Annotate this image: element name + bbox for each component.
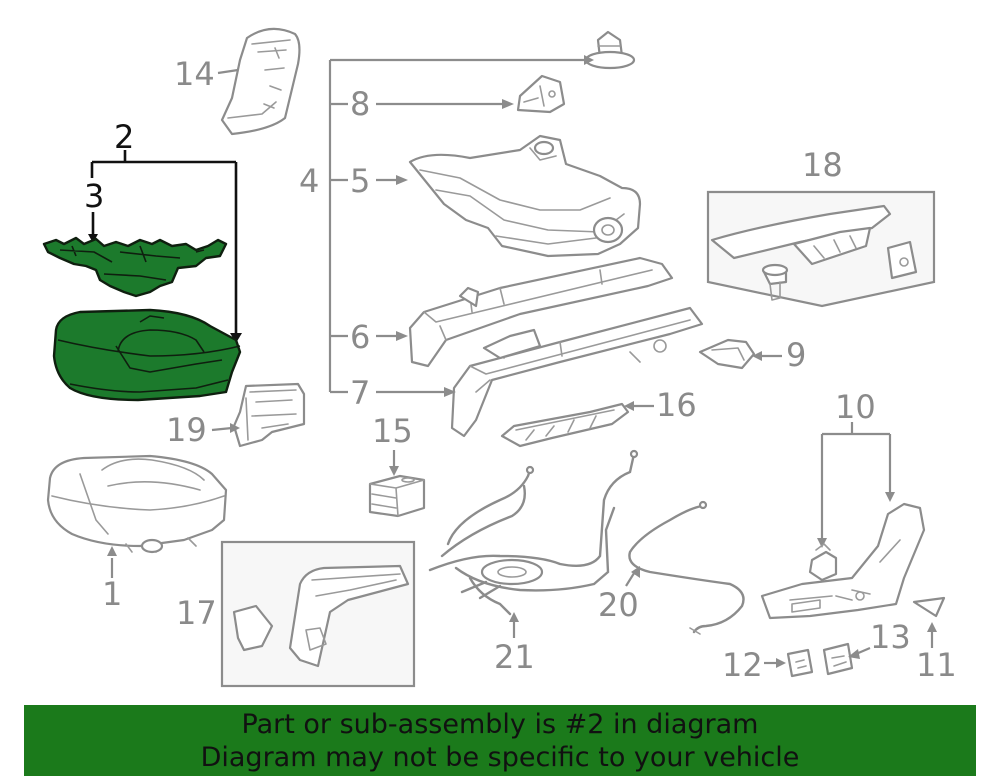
callout-16[interactable]: 16: [656, 386, 697, 424]
part-16-cover[interactable]: [500, 402, 630, 448]
leader-13-arrow: [848, 649, 860, 659]
leader-19-arrow: [230, 423, 240, 433]
callout-10[interactable]: 10: [835, 388, 876, 426]
callout-11[interactable]: 11: [916, 646, 957, 684]
part-12-switch[interactable]: [786, 648, 814, 678]
leader-12-arrow: [776, 658, 786, 668]
leader-20-arrow: [631, 566, 640, 578]
leader-8-arrow: [502, 99, 514, 109]
leader-6-arrow: [396, 331, 408, 341]
part-11-cap[interactable]: [912, 596, 946, 618]
callout-12[interactable]: 12: [722, 646, 763, 684]
callout-2[interactable]: 2: [114, 118, 134, 156]
part-10-side-shield[interactable]: [760, 502, 926, 620]
leader-4-bracket: [328, 58, 590, 394]
leader-1-arrow: [107, 546, 117, 556]
banner-line-1: Part or sub-assembly is #2 in diagram: [241, 709, 759, 740]
leader-15-arrow: [389, 466, 399, 476]
leader-19: [211, 426, 233, 432]
part-17-side-cover[interactable]: [232, 564, 410, 668]
part-7-seat-track[interactable]: [450, 306, 704, 438]
part-15-module[interactable]: [368, 474, 426, 518]
callout-6[interactable]: 6: [350, 318, 370, 356]
disclaimer-banner: Part or sub-assembly is #2 in diagram Di…: [24, 705, 976, 776]
callout-20[interactable]: 20: [598, 586, 639, 624]
leader-3-arrow: [88, 234, 98, 243]
leader-2-arrow: [230, 333, 242, 343]
callout-17[interactable]: 17: [176, 594, 217, 632]
leader-2: [90, 150, 238, 335]
leader-14: [217, 68, 239, 75]
part-14-back-panel[interactable]: [220, 27, 301, 136]
part-21-wire-harness[interactable]: [428, 449, 639, 616]
callout-14[interactable]: 14: [174, 55, 215, 93]
callout-18[interactable]: 18: [802, 146, 843, 184]
part-6-seat-track[interactable]: [408, 256, 674, 368]
leader-10: [820, 422, 892, 538]
callout-1[interactable]: 1: [102, 575, 122, 613]
callout-15[interactable]: 15: [372, 412, 413, 450]
part-nut[interactable]: [584, 30, 636, 70]
part-9-cover[interactable]: [698, 338, 756, 370]
leader-7-arrow: [444, 387, 456, 397]
callout-4[interactable]: 4: [299, 162, 319, 200]
callout-21[interactable]: 21: [494, 638, 535, 676]
leader-11-arrow: [927, 622, 937, 632]
callout-3[interactable]: 3: [84, 177, 104, 215]
part-8-bracket[interactable]: [516, 74, 566, 114]
leader-16-arrow: [624, 401, 634, 411]
part-18-parts[interactable]: [710, 204, 918, 301]
callout-19[interactable]: 19: [166, 411, 207, 449]
callout-7[interactable]: 7: [350, 374, 370, 412]
part-1-seat-cushion-assembly[interactable]: [46, 454, 228, 554]
leader-9-arrow: [752, 351, 762, 361]
parts-diagram: 14 2 3 19 1 17 4: [42, 27, 957, 688]
leader-21-arrow: [509, 612, 519, 622]
part-3-heater-element[interactable]: [42, 236, 228, 298]
part-18-kit: [706, 190, 936, 308]
callout-9[interactable]: 9: [786, 336, 806, 374]
callout-5[interactable]: 5: [350, 162, 370, 200]
leader-nut-arrow: [584, 55, 594, 65]
part-2-seat-cushion[interactable]: [52, 308, 242, 402]
leader-10-arrow-a: [817, 538, 827, 548]
callout-8[interactable]: 8: [350, 85, 370, 123]
leader-5-arrow: [396, 175, 408, 185]
banner-line-2: Diagram may not be specific to your vehi…: [200, 742, 800, 773]
callout-13[interactable]: 13: [870, 618, 911, 656]
leader-10-arrow-b: [885, 492, 895, 502]
part-5-seat-frame[interactable]: [408, 134, 642, 258]
part-20-cable[interactable]: [628, 500, 745, 635]
part-19-bracket[interactable]: [232, 382, 306, 448]
part-13-switch[interactable]: [822, 642, 854, 676]
